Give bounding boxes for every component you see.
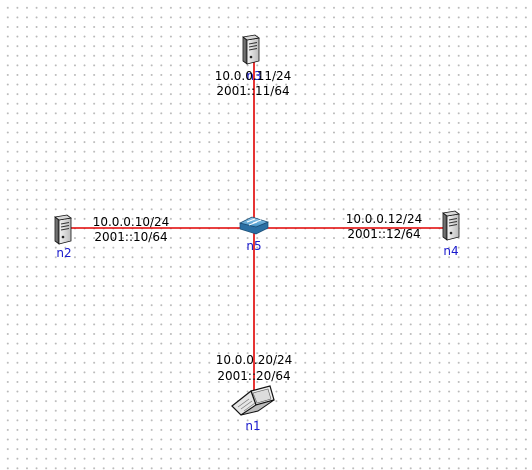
link-n5-n3-ipv4: 10.0.0.11/24 bbox=[214, 69, 292, 83]
link-n5-n2-ipv4: 10.0.0.10/24 bbox=[92, 215, 170, 229]
link-n5-n4-ipv6: 2001::12/64 bbox=[347, 227, 421, 241]
node-label-n3: n3 bbox=[246, 69, 262, 83]
node-label-n2: n2 bbox=[56, 246, 72, 260]
switch-icon bbox=[238, 216, 270, 235]
link-n5-n1-ipv4: 10.0.0.20/24 bbox=[215, 353, 293, 367]
node-n4[interactable] bbox=[442, 210, 460, 241]
node-label-n1: n1 bbox=[245, 419, 261, 433]
server-icon bbox=[242, 34, 260, 65]
server-icon bbox=[54, 214, 72, 245]
node-n5[interactable] bbox=[238, 216, 270, 235]
node-n3[interactable] bbox=[242, 34, 260, 65]
link-n5-n4-ipv4: 10.0.0.12/24 bbox=[345, 212, 423, 226]
link-n5-n1-ipv6: 2001::20/64 bbox=[217, 369, 291, 383]
node-label-n4: n4 bbox=[443, 244, 459, 258]
node-n2[interactable] bbox=[54, 214, 72, 245]
link-n5-n3-ipv6: 2001::11/64 bbox=[216, 84, 290, 98]
node-n1[interactable] bbox=[231, 385, 275, 416]
link-n5-n2-ipv6: 2001::10/64 bbox=[94, 230, 168, 244]
laptop-icon bbox=[231, 385, 275, 416]
server-icon bbox=[442, 210, 460, 241]
node-label-n5: n5 bbox=[246, 239, 262, 253]
